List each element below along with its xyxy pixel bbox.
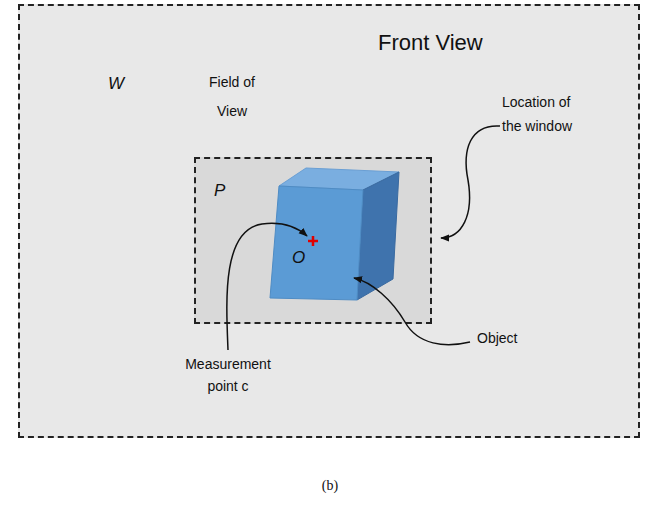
region-name: Field of View xyxy=(200,68,264,126)
view-title: Front View xyxy=(378,30,538,56)
measurement-mark xyxy=(308,236,318,246)
object-symbol: O xyxy=(292,248,314,268)
field-of-view-region: Front ViewWField of ViewPO xyxy=(18,4,640,438)
window-region: PO xyxy=(194,157,432,324)
object-leader xyxy=(354,278,470,345)
cube-shape xyxy=(266,164,402,304)
region-symbol: W xyxy=(108,74,138,94)
cube-front xyxy=(270,186,363,300)
callout-label: Measurement point c xyxy=(176,353,280,397)
window-symbol: P xyxy=(214,181,238,201)
callout-label: Location of the window xyxy=(502,90,584,138)
measurement-leader xyxy=(227,223,307,350)
callout-label: Object xyxy=(477,330,557,347)
window-leader xyxy=(441,126,500,238)
figure-caption: (b) xyxy=(300,478,360,495)
cube-object: O xyxy=(266,164,402,304)
